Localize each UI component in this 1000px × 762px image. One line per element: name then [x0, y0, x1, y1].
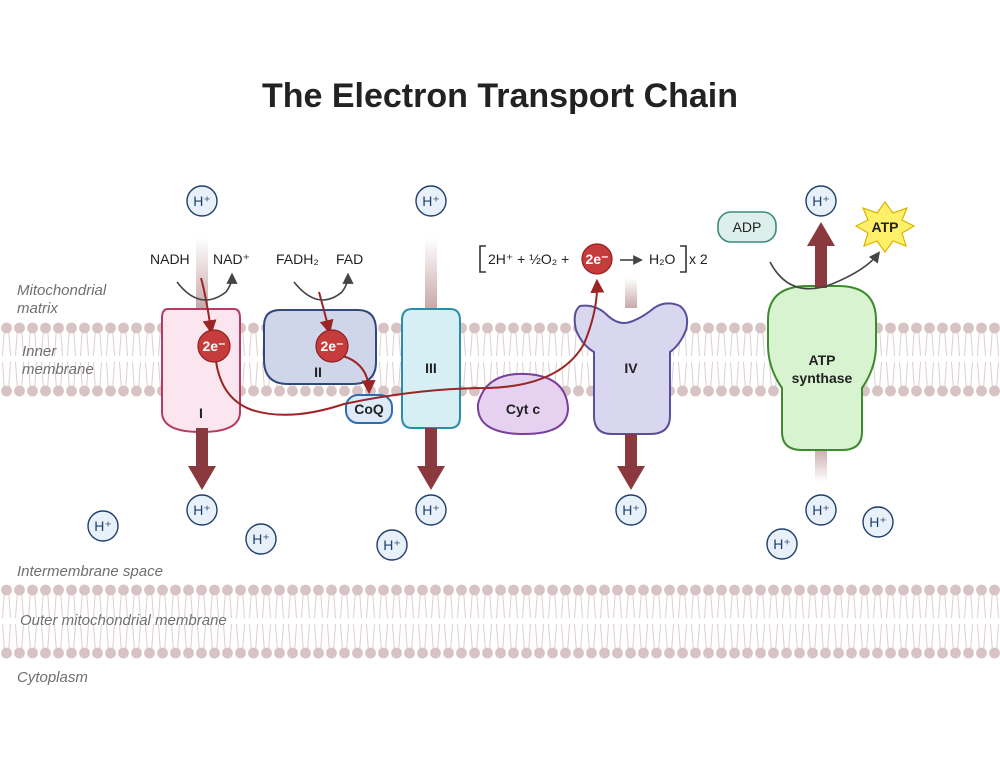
svg-text:H⁺: H⁺	[193, 502, 211, 518]
complex-IV-proton-arrow	[617, 434, 645, 490]
outer-membrane-bilayer	[0, 584, 1000, 660]
proton-ims-4: H⁺	[862, 506, 894, 538]
cytochrome-c	[476, 372, 570, 436]
cyt-c-label: Cyt c	[506, 401, 540, 417]
adp-badge	[717, 211, 777, 243]
proton-ims-atp-synthase: H⁺	[805, 494, 837, 526]
adp-label: ADP	[733, 219, 762, 235]
label-cytoplasm: Cytoplasm	[17, 669, 88, 686]
fadh2-conversion-arrow	[293, 272, 354, 301]
label-matrix-line1: Mitochondrial	[17, 282, 107, 299]
proton-pump-arrows	[188, 222, 835, 490]
complex-III-label: III	[425, 360, 437, 376]
proton-ims-1: H⁺	[87, 510, 119, 542]
electron-path	[214, 278, 605, 416]
proton-ims-complex-IV: H⁺	[615, 494, 647, 526]
proton-ims-2: H⁺	[245, 523, 277, 555]
svg-text:H⁺: H⁺	[252, 531, 270, 547]
label-inner-membrane-line2: membrane	[22, 361, 94, 378]
reaction-product: H₂O	[649, 251, 676, 267]
svg-text:2e⁻: 2e⁻	[586, 251, 609, 267]
complex-III-proton-channel	[425, 238, 437, 308]
fadh2-label: FADH₂	[276, 251, 319, 267]
nadh-conversion-arrow	[176, 272, 238, 301]
coq-label: CoQ	[354, 401, 384, 417]
atp-synthase	[767, 285, 877, 451]
reaction-multiplier: x 2	[689, 251, 708, 267]
nadh-label: NADH	[150, 251, 190, 267]
atp-synthase-label-line1: ATP	[809, 352, 836, 368]
label-inner-membrane-line1: Inner	[22, 343, 57, 360]
proton-matrix-complex-III: H⁺	[415, 185, 447, 217]
svg-text:H⁺: H⁺	[383, 537, 401, 553]
atp-burst-icon	[854, 200, 916, 254]
proton-ims-5: H⁺	[766, 528, 798, 560]
atp-synthase-proton-arrow	[807, 222, 835, 288]
svg-text:2e⁻: 2e⁻	[203, 338, 226, 354]
fad-label: FAD	[336, 251, 363, 267]
electron-path-complex-II-to-coq	[342, 355, 376, 395]
svg-text:H⁺: H⁺	[193, 193, 211, 209]
right-bracket	[680, 245, 687, 273]
label-intermembrane-space: Intermembrane space	[17, 563, 163, 580]
svg-text:H⁺: H⁺	[812, 193, 830, 209]
complex-IV-label: IV	[624, 360, 638, 376]
svg-text:H⁺: H⁺	[869, 514, 887, 530]
complex-IV-proton-channel	[625, 278, 637, 308]
electron-arrow-fadh2	[318, 291, 334, 335]
proton-matrix-atp-synthase: H⁺	[805, 185, 837, 217]
proton-ims-3: H⁺	[376, 529, 408, 561]
svg-text:H⁺: H⁺	[422, 502, 440, 518]
page-title: The Electron Transport Chain	[262, 77, 738, 115]
proton-ims-complex-I: H⁺	[186, 494, 218, 526]
electron-pair-complex-I: 2e⁻	[197, 329, 231, 363]
svg-text:H⁺: H⁺	[94, 518, 112, 534]
atp-label: ATP	[872, 219, 899, 235]
nad-label: NAD⁺	[213, 251, 250, 267]
oxygen-reduction-reaction: 2H⁺ + ½O₂ + 2e⁻ H₂O x 2	[479, 243, 708, 275]
left-bracket	[479, 245, 486, 273]
svg-text:2e⁻: 2e⁻	[321, 338, 344, 354]
label-matrix-line2: matrix	[17, 300, 58, 317]
proton-ims-complex-III: H⁺	[415, 494, 447, 526]
complex-I-proton-arrow	[188, 428, 216, 490]
svg-text:H⁺: H⁺	[622, 502, 640, 518]
electron-pair-complex-II: 2e⁻	[315, 329, 349, 363]
complex-IV	[573, 302, 689, 435]
complex-III	[401, 308, 461, 429]
svg-text:H⁺: H⁺	[812, 502, 830, 518]
proton-matrix-complex-I: H⁺	[186, 185, 218, 217]
complex-II-label: II	[314, 364, 322, 380]
label-outer-membrane: Outer mitochondrial membrane	[20, 612, 227, 629]
svg-text:H⁺: H⁺	[773, 536, 791, 552]
atp-synthase-label-line2: synthase	[792, 370, 853, 386]
reaction-lhs: 2H⁺ + ½O₂ +	[488, 251, 569, 267]
electron-pair-reaction: 2e⁻	[581, 243, 613, 275]
complex-III-proton-arrow	[417, 428, 445, 490]
atp-synthase-proton-channel	[815, 448, 827, 482]
adp-to-atp-arrow	[769, 251, 881, 290]
complex-I-label: I	[199, 405, 203, 421]
svg-text:H⁺: H⁺	[422, 193, 440, 209]
